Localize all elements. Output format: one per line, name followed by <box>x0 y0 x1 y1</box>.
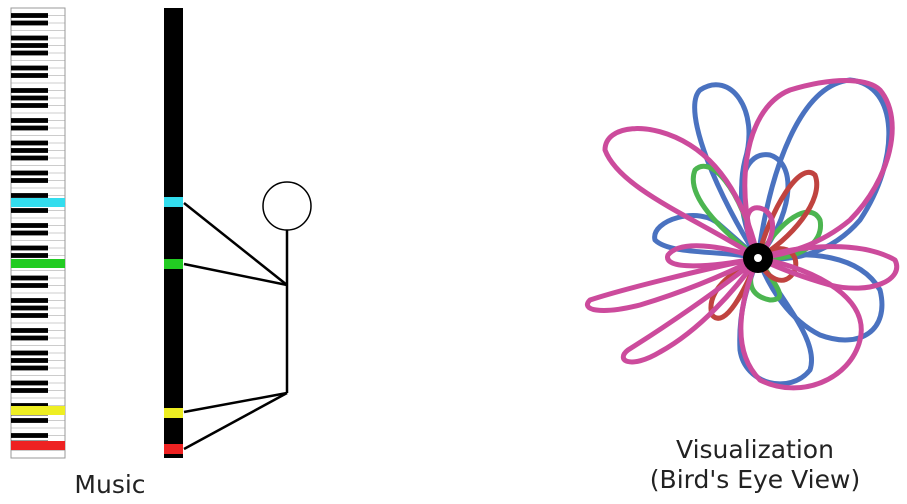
black-key <box>11 336 48 341</box>
note-marker-cyan <box>164 197 183 207</box>
black-key <box>11 366 48 371</box>
black-key <box>11 148 48 153</box>
black-key <box>11 231 48 236</box>
black-key <box>11 73 48 78</box>
piano-keyboard <box>11 8 65 458</box>
visualization-loops <box>587 80 896 388</box>
black-key <box>11 13 48 18</box>
black-key <box>11 298 48 303</box>
piano-key-red <box>11 441 65 450</box>
note-marker-green <box>164 259 183 269</box>
black-key <box>11 126 48 131</box>
link-green <box>184 264 287 285</box>
black-key <box>11 193 48 198</box>
black-key <box>11 156 48 161</box>
black-key <box>11 388 48 393</box>
black-key <box>11 306 48 311</box>
black-key <box>11 253 48 258</box>
black-key <box>11 208 48 213</box>
visualization-caption: Visualization (Bird's Eye View) <box>620 435 890 495</box>
piano-key-green <box>11 259 65 268</box>
black-key <box>11 96 48 101</box>
black-key <box>11 328 48 333</box>
figure-head <box>263 182 311 230</box>
visualization-caption-line1: Visualization <box>620 435 890 465</box>
black-key <box>11 246 48 251</box>
black-key <box>11 433 48 438</box>
piano-key-yellow <box>11 406 65 415</box>
black-key <box>11 223 48 228</box>
piano-key-cyan <box>11 198 65 207</box>
black-key <box>11 178 48 183</box>
black-key <box>11 358 48 363</box>
black-key <box>11 381 48 386</box>
black-key <box>11 21 48 26</box>
black-key <box>11 51 48 56</box>
black-key <box>11 141 48 146</box>
music-caption: Music <box>40 470 180 500</box>
note-marker-red <box>164 444 183 454</box>
black-key <box>11 313 48 318</box>
black-key <box>11 66 48 71</box>
black-key <box>11 276 48 281</box>
black-key <box>11 88 48 93</box>
black-key <box>11 103 48 108</box>
stick-figure <box>184 182 311 449</box>
black-key <box>11 418 48 423</box>
black-key <box>11 351 48 356</box>
black-key <box>11 36 48 41</box>
center-hub-dot <box>754 254 762 262</box>
loop-pink-left <box>587 258 758 310</box>
black-key <box>11 118 48 123</box>
note-bar <box>164 8 183 458</box>
link-cyan <box>184 203 287 285</box>
black-key <box>11 283 48 288</box>
note-bar-body <box>164 8 183 458</box>
visualization-caption-line2: (Bird's Eye View) <box>620 465 890 495</box>
note-marker-yellow <box>164 408 183 418</box>
black-key <box>11 171 48 176</box>
black-key <box>11 43 48 48</box>
